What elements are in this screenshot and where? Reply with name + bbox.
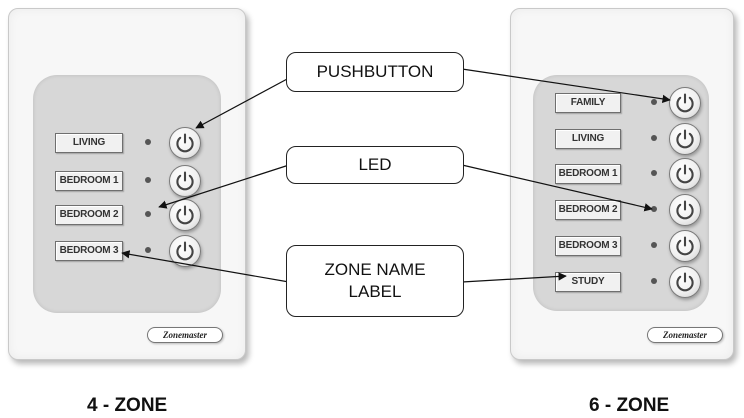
led-living [145, 139, 151, 145]
power-icon [176, 205, 194, 225]
pushbutton-bedroom-2[interactable] [169, 199, 201, 231]
zone-name-label-study: STUDY [555, 272, 621, 292]
zone-name-label-bedroom-1: BEDROOM 1 [555, 164, 621, 184]
four-zone-plate: LIVING BEDROOM 1 BEDROOM 2 BEDROOM 3 Zon… [8, 8, 246, 360]
led-bedroom-2 [145, 211, 151, 217]
led-family [651, 99, 657, 105]
power-icon [676, 236, 694, 256]
power-icon [176, 241, 194, 261]
zone-name-label-living: LIVING [555, 129, 621, 149]
zone-name-label-bedroom-1: BEDROOM 1 [55, 171, 123, 191]
led-callout: LED [286, 146, 464, 184]
four-zone-caption: 4 - ZONE [87, 395, 168, 416]
pushbutton-bedroom-1[interactable] [169, 165, 201, 197]
zone-name-label-bedroom-3: BEDROOM 3 [555, 236, 621, 256]
zone-name-label-family: FAMILY [555, 93, 621, 113]
pushbutton-bedroom-1[interactable] [669, 158, 701, 190]
power-icon [676, 164, 694, 184]
four-zone-control-panel: LIVING BEDROOM 1 BEDROOM 2 BEDROOM 3 [33, 75, 221, 313]
led-bedroom-1 [145, 177, 151, 183]
pushbutton-callout: PUSHBUTTON [286, 52, 464, 92]
led-bedroom-3 [145, 247, 151, 253]
pushbutton-bedroom-3[interactable] [669, 230, 701, 262]
pushbutton-family[interactable] [669, 87, 701, 119]
pushbutton-living[interactable] [669, 123, 701, 155]
pushbutton-bedroom-2[interactable] [669, 194, 701, 226]
zone-name-label-bedroom-2: BEDROOM 2 [555, 200, 621, 220]
pushbutton-living[interactable] [169, 127, 201, 159]
led-bedroom-1 [651, 170, 657, 176]
zone-name-label-bedroom-2: BEDROOM 2 [55, 205, 123, 225]
pushbutton-study[interactable] [669, 266, 701, 298]
zonemaster-logo: Zonemaster [647, 327, 723, 343]
led-living [651, 135, 657, 141]
led-bedroom-2 [651, 206, 657, 212]
power-icon [176, 133, 194, 153]
six-zone-control-panel: FAMILY LIVING BEDROOM 1 BEDROOM 2 BEDROO… [533, 75, 709, 311]
zonemaster-logo: Zonemaster [147, 327, 223, 343]
power-icon [676, 200, 694, 220]
zone-name-label-living: LIVING [55, 133, 123, 153]
zone-name-label-callout: ZONE NAME LABEL [286, 245, 464, 317]
power-icon [676, 272, 694, 292]
led-bedroom-3 [651, 242, 657, 248]
six-zone-plate: FAMILY LIVING BEDROOM 1 BEDROOM 2 BEDROO… [510, 8, 734, 360]
pushbutton-bedroom-3[interactable] [169, 235, 201, 267]
six-zone-caption: 6 - ZONE [589, 395, 670, 416]
power-icon [676, 93, 694, 113]
led-study [651, 278, 657, 284]
zone-name-label-bedroom-3: BEDROOM 3 [55, 241, 123, 261]
power-icon [176, 171, 194, 191]
power-icon [676, 129, 694, 149]
